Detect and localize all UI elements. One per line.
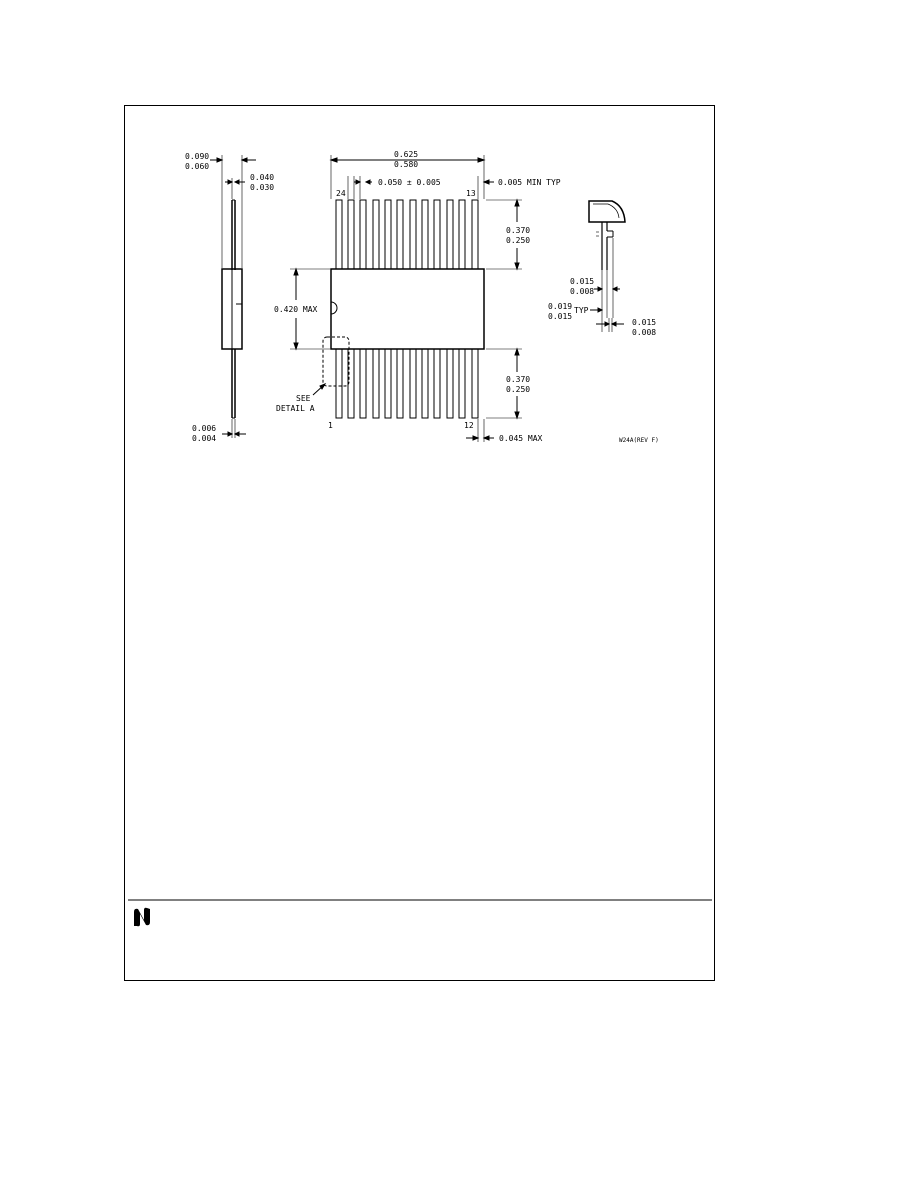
see-detail-1: SEE <box>296 394 311 403</box>
detail-dim-b2: 0.015 <box>548 312 572 321</box>
detail-view <box>588 200 626 332</box>
see-detail-2: DETAIL A <box>276 404 315 413</box>
pin-1-label: 1 <box>328 421 333 430</box>
body-height-label: 0.420 MAX <box>274 305 318 314</box>
national-semiconductor-logo-icon <box>134 907 150 927</box>
side-view <box>210 155 256 438</box>
pin1-notch <box>330 301 338 315</box>
detail-dim-a2: 0.008 <box>570 287 594 296</box>
lower-leads <box>335 348 479 419</box>
pitch-label: 0.050 ± 0.005 <box>378 178 441 187</box>
width-a: 0.625 <box>394 150 418 159</box>
detail-dim-b1: 0.019 <box>548 302 572 311</box>
upper-lead-b: 0.250 <box>506 236 530 245</box>
pin-12-label: 12 <box>464 421 474 430</box>
detail-a-callout <box>322 336 350 387</box>
side-dim-bottom-b: 0.004 <box>192 434 216 443</box>
min-typ-label: 0.005 MIN TYP <box>498 178 561 187</box>
labels: 0.090 0.060 0.040 0.030 0.006 0.004 0.62… <box>185 150 659 444</box>
side-dim-top-b: 0.060 <box>185 162 209 171</box>
side-dim-bottom-a: 0.006 <box>192 424 216 433</box>
pin-24-label: 24 <box>336 189 346 198</box>
drawing-frame <box>124 105 715 981</box>
upper-lead-a: 0.370 <box>506 226 530 235</box>
detail-dim-a1: 0.015 <box>570 277 594 286</box>
detail-typ: TYP <box>574 306 589 315</box>
max-045-label: 0.045 MAX <box>499 434 543 443</box>
side-dim-top-a: 0.090 <box>185 152 209 161</box>
side-dim-lead-b: 0.030 <box>250 183 274 192</box>
package-body <box>330 268 485 350</box>
top-view <box>290 155 522 442</box>
lower-lead-a: 0.370 <box>506 375 530 384</box>
side-dim-lead-a: 0.040 <box>250 173 274 182</box>
detail-dim-c2: 0.008 <box>632 328 656 337</box>
lower-lead-b: 0.250 <box>506 385 530 394</box>
width-b: 0.580 <box>394 160 418 169</box>
detail-dim-c1: 0.015 <box>632 318 656 327</box>
pin-13-label: 13 <box>466 189 476 198</box>
figure-id: W24A(REV F) <box>619 437 659 444</box>
upper-leads <box>335 199 479 270</box>
